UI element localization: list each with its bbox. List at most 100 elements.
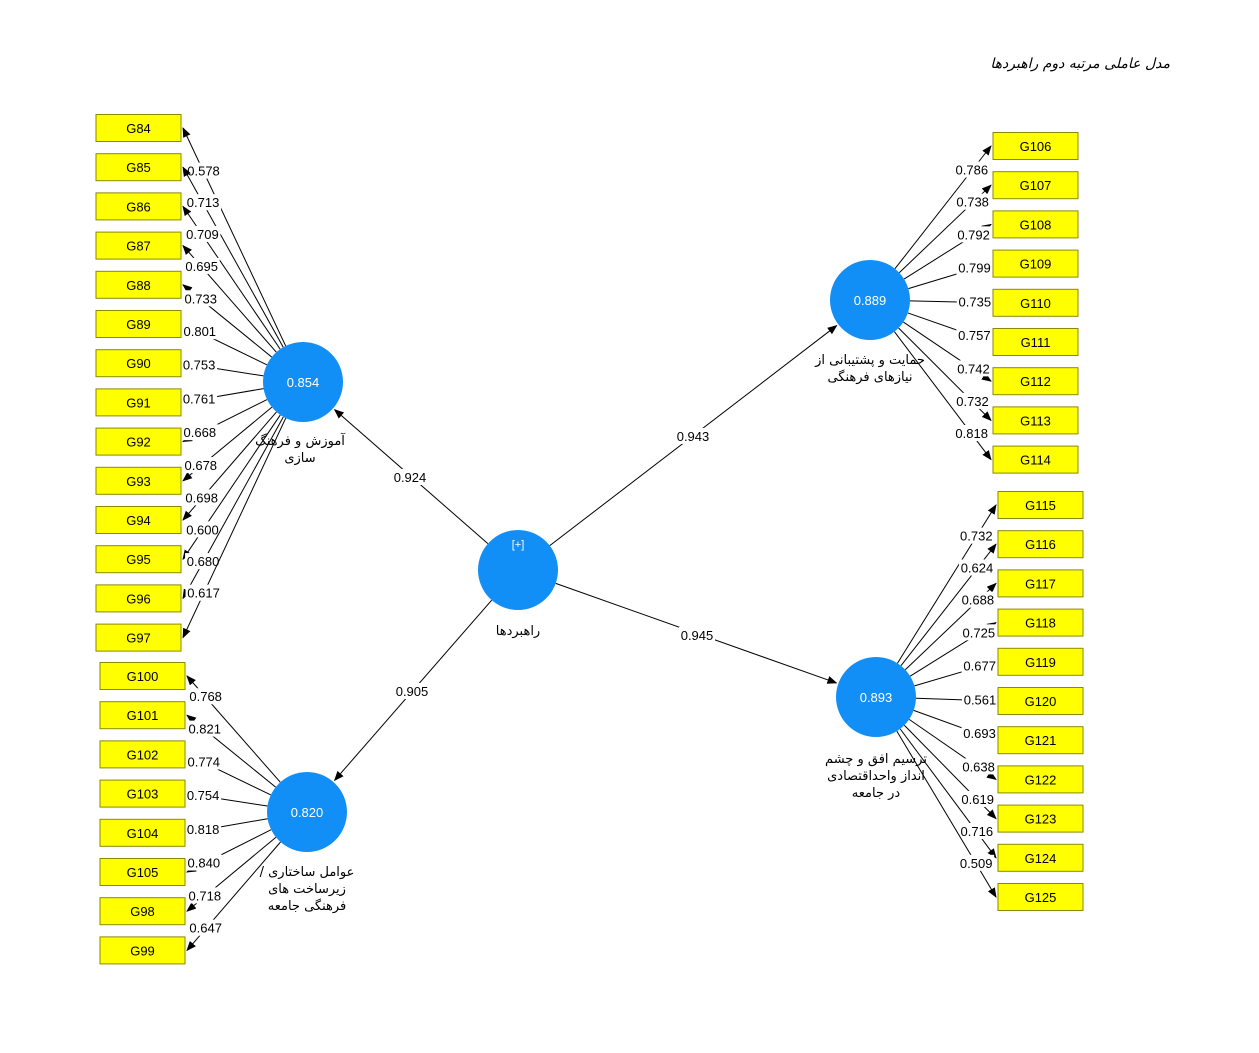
- loading-bg: [182, 290, 219, 307]
- loading-value-G112: 0.742: [957, 361, 990, 376]
- construct-label-c2-line-1: زیرساخت های: [268, 882, 346, 897]
- indicator-label-G91: G91: [126, 395, 151, 410]
- loading-bg: [185, 553, 222, 570]
- indicator-box-G105[interactable]: [99, 858, 186, 886]
- indicator-box-G107[interactable]: [992, 171, 1079, 200]
- indicator-box-G108[interactable]: [992, 210, 1079, 239]
- loading-value-G124: 0.716: [961, 824, 994, 839]
- indicator-box-G119[interactable]: [997, 647, 1084, 676]
- indicator-box-G98[interactable]: [99, 897, 186, 926]
- loading-value-G108: 0.792: [957, 227, 990, 242]
- indicator-box-G100[interactable]: [99, 662, 186, 690]
- indicator-box-G109[interactable]: [992, 249, 1079, 278]
- loading-value-G117: 0.688: [962, 593, 995, 608]
- indicator-box-G106[interactable]: [992, 132, 1079, 160]
- indicator-box-G101[interactable]: [99, 701, 186, 730]
- construct-label-c2-line-2: فرهنگی جامعه: [268, 898, 347, 914]
- loading-value-G107: 0.738: [956, 195, 989, 210]
- construct-circle-c4[interactable]: [836, 657, 916, 737]
- loading-bg: [181, 390, 218, 407]
- indicator-label-G84: G84: [126, 121, 151, 136]
- loading-bg: [956, 259, 993, 276]
- indicator-box-G84[interactable]: [95, 114, 182, 142]
- indicator-label-G112: G112: [1020, 374, 1051, 389]
- indicator-box-G88[interactable]: [95, 270, 182, 299]
- loading-value-G115: 0.732: [960, 529, 993, 544]
- loading-value-G109: 0.799: [958, 261, 991, 276]
- indicator-box-G90[interactable]: [95, 349, 182, 378]
- loading-bg: [183, 257, 220, 274]
- construct-circle-c3[interactable]: [830, 260, 910, 340]
- loading-bg: [958, 854, 995, 871]
- loading-bg: [953, 425, 990, 442]
- indicator-box-G116[interactable]: [997, 530, 1084, 559]
- indicator-box-G124[interactable]: [997, 843, 1084, 872]
- indicator-box-G89[interactable]: [95, 310, 182, 338]
- loading-bg: [185, 753, 222, 770]
- indicator-box-G92[interactable]: [95, 427, 182, 456]
- loading-bg: [184, 521, 221, 538]
- loading-value-G119: 0.677: [963, 659, 996, 674]
- indicator-box-G93[interactable]: [95, 466, 182, 495]
- indicator-box-G117[interactable]: [997, 569, 1084, 598]
- indicator-box-G94[interactable]: [95, 506, 182, 534]
- construct-circle-c1[interactable]: [263, 342, 343, 422]
- loading-bg: [960, 624, 997, 641]
- loading-value-G98: 0.718: [189, 888, 222, 903]
- indicator-box-G102[interactable]: [99, 740, 186, 769]
- indicator-box-G103[interactable]: [99, 779, 186, 808]
- indicator-label-G90: G90: [126, 356, 151, 371]
- indicator-box-G118[interactable]: [997, 608, 1084, 637]
- indicator-label-G98: G98: [130, 904, 155, 919]
- indicator-box-G114[interactable]: [992, 445, 1079, 474]
- central-construct-circle[interactable]: [478, 530, 558, 610]
- indicator-box-G97[interactable]: [95, 623, 182, 652]
- indicator-box-G123[interactable]: [997, 804, 1084, 833]
- indicator-box-G86[interactable]: [95, 192, 182, 221]
- path-coefficient-bg: [675, 428, 711, 444]
- construct-label-c3-line-0: حمایت و پشتیبانی از: [814, 353, 925, 368]
- construct-label-c3-line-1: نیازهای فرهنگی: [827, 369, 912, 385]
- loading-bg: [186, 887, 223, 904]
- indicator-box-G85[interactable]: [95, 153, 182, 182]
- indicator-box-G113[interactable]: [992, 406, 1079, 435]
- indicator-box-G99[interactable]: [99, 936, 186, 965]
- indicator-label-G118: G118: [1025, 616, 1056, 631]
- indicator-box-G96[interactable]: [95, 584, 182, 613]
- indicator-label-G100: G100: [127, 669, 159, 684]
- loading-bg: [181, 424, 218, 441]
- indicator-box-G104[interactable]: [99, 818, 186, 847]
- indicator-box-G87[interactable]: [95, 231, 182, 260]
- loading-value-G104: 0.818: [187, 822, 220, 837]
- indicator-box-G125[interactable]: [997, 883, 1084, 911]
- loading-value-G105: 0.840: [188, 856, 221, 871]
- indicator-box-G112[interactable]: [992, 367, 1079, 396]
- indicator-box-G111[interactable]: [992, 328, 1079, 356]
- loading-value-G91: 0.761: [183, 392, 216, 407]
- loading-bg: [185, 584, 222, 601]
- indicator-box-G121[interactable]: [997, 726, 1084, 755]
- loading-value-G125: 0.509: [960, 856, 993, 871]
- indicator-box-G91[interactable]: [95, 388, 182, 417]
- construct-circle-c2[interactable]: [267, 772, 347, 852]
- indicator-label-G114: G114: [1020, 453, 1051, 468]
- indicator-label-G125: G125: [1025, 890, 1057, 905]
- loading-bg: [959, 790, 996, 807]
- indicator-box-G110[interactable]: [992, 288, 1079, 317]
- indicator-box-G122[interactable]: [997, 765, 1084, 794]
- loading-bg: [959, 591, 996, 608]
- indicator-box-G120[interactable]: [997, 687, 1084, 715]
- indicator-label-G85: G85: [126, 160, 151, 175]
- path-coefficient-c4: 0.945: [681, 628, 714, 643]
- indicator-box-G95[interactable]: [95, 545, 182, 574]
- loading-value-G122: 0.638: [962, 759, 995, 774]
- indicator-box-G115[interactable]: [997, 491, 1084, 519]
- indicator-label-G111: G111: [1021, 335, 1051, 350]
- loading-arrow-G85: [182, 166, 284, 348]
- loading-bg: [182, 457, 219, 474]
- indicator-label-G87: G87: [126, 239, 151, 254]
- indicator-label-G119: G119: [1025, 655, 1056, 670]
- loading-value-G94: 0.698: [185, 490, 218, 505]
- loading-value-G101: 0.821: [188, 722, 221, 737]
